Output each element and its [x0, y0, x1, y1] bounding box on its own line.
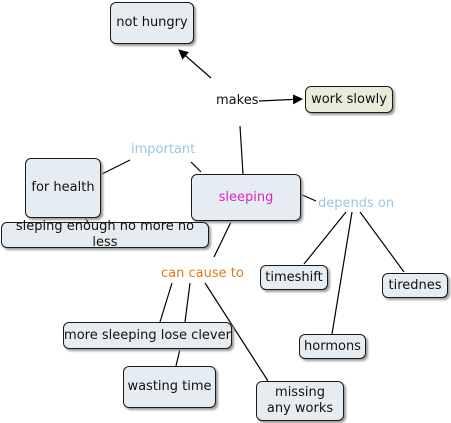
concept-missing-any-works[interactable]: missing any works: [256, 381, 344, 421]
link-label-makes: makes: [216, 93, 259, 108]
concept-not-hungry[interactable]: not hungry: [110, 2, 194, 44]
link-label-depends-on: depends on: [318, 196, 395, 211]
link-label-important: important: [131, 142, 196, 157]
concept-for-health[interactable]: for health: [25, 158, 101, 218]
concept-sleeping-enough[interactable]: sleping enough no more no less: [1, 219, 209, 250]
concept-timeshift[interactable]: timeshift: [260, 265, 328, 290]
concept-hormons[interactable]: hormons: [299, 334, 366, 359]
concept-tirednes[interactable]: tirednes: [382, 273, 448, 298]
concept-more-sleeping-lose-clever[interactable]: more sleeping lose clever: [63, 322, 232, 349]
concept-sleeping[interactable]: sleeping: [191, 174, 301, 221]
concept-work-slowly[interactable]: work slowly: [305, 86, 393, 113]
concept-wasting-time[interactable]: wasting time: [123, 366, 216, 408]
link-label-can-cause-to: can cause to: [161, 266, 244, 281]
